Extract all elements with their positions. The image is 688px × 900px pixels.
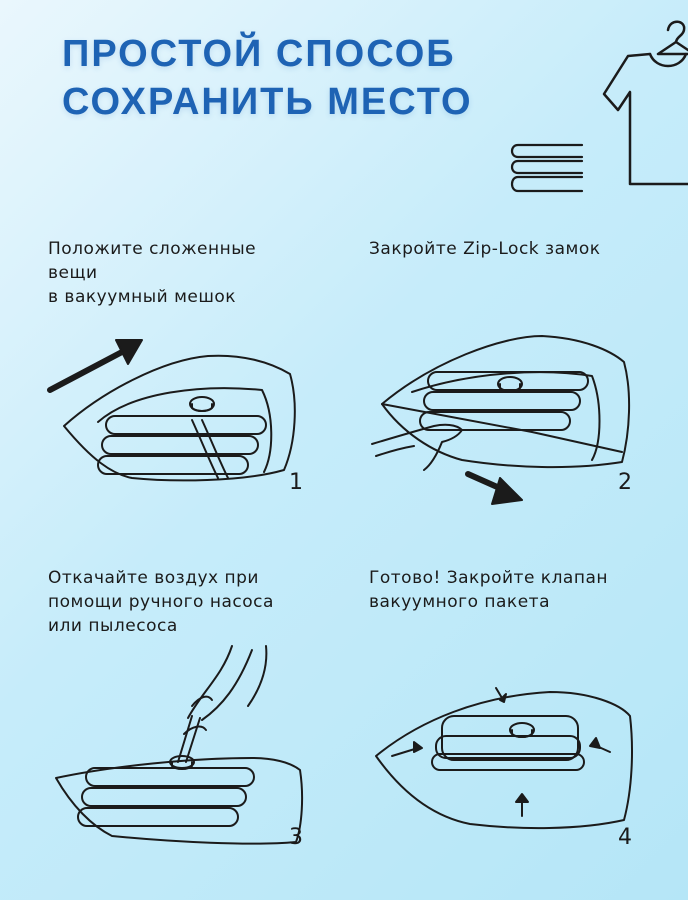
step-4-illustration [370, 680, 638, 850]
step-3-illustration [52, 646, 312, 846]
step-2-illustration [372, 332, 642, 512]
step-1-text: Положите сложенные вещи в вакуумный мешо… [48, 239, 257, 307]
step-2-number: 2 [618, 470, 632, 495]
folded-stack-icon [508, 142, 584, 196]
step-4-number: 4 [618, 825, 632, 850]
title-line-2: СОХРАНИТЬ МЕСТО [62, 81, 473, 123]
step-2-text: Закройте Zip-Lock замок [369, 239, 601, 259]
step-3-number: 3 [289, 825, 303, 850]
press-arrows [392, 688, 610, 816]
arrow-icon [50, 340, 142, 390]
arrow-icon [468, 474, 522, 504]
step-1-number: 1 [289, 470, 303, 495]
tshirt-hanger-icon [598, 14, 688, 189]
step-1-illustration [42, 332, 312, 492]
title-line-1: ПРОСТОЙ СПОСОБ [62, 33, 456, 75]
page-title: ПРОСТОЙ СПОСОБ СОХРАНИТЬ МЕСТО [62, 30, 473, 126]
step-3-text: Откачайте воздух при помощи ручного насо… [48, 568, 274, 636]
step-4-text: Готово! Закройте клапан вакуумного пакет… [369, 568, 608, 612]
